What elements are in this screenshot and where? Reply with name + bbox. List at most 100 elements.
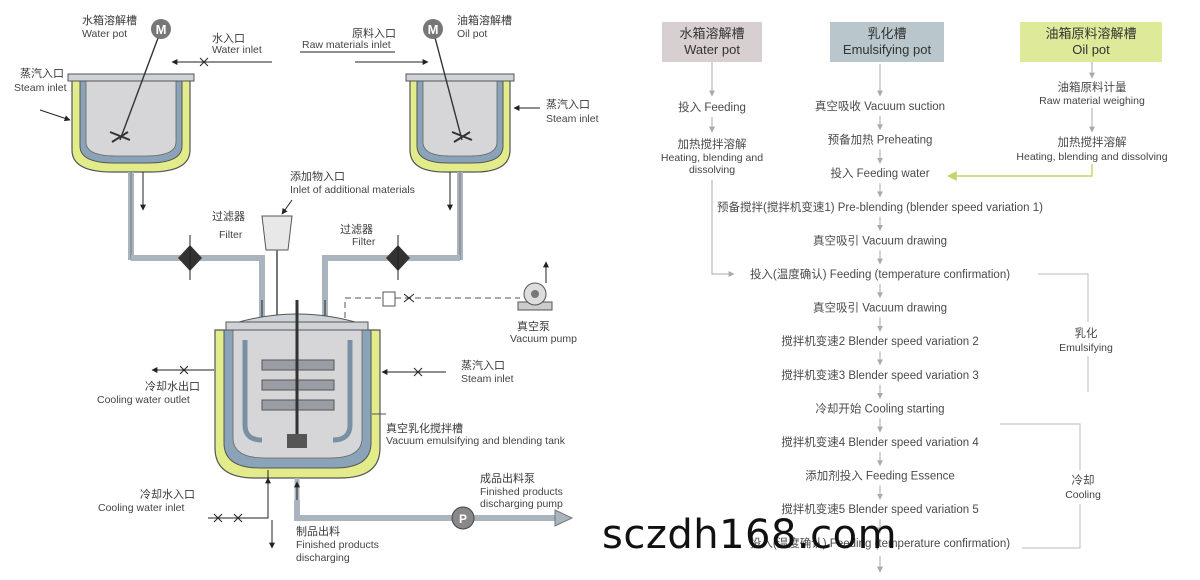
filter-right-label-en: Filter [352,236,376,248]
header-water-pot: 水箱溶解槽 Water pot [662,22,762,62]
cooling-out-valve [179,365,189,375]
tank-label-cn: 真空乳化搅拌槽 [386,421,463,435]
additive-hopper [261,215,293,251]
oil-step-weighing-en: Raw material weighing [1039,95,1145,107]
header-oil-pot-cn: 油箱原料溶解槽 [1045,26,1136,41]
process-step: 真空吸收 Vacuum suction [815,99,945,113]
oil-step-heating-cn: 加热搅拌溶解 [1058,135,1127,149]
emulsify-label-bg [1052,322,1122,356]
vacuum-valve [403,293,415,303]
oil-pot [405,29,515,173]
watermark-text: sczdh168.com [602,512,898,558]
oil-pot-label-cn: 油箱溶解槽 [457,13,512,27]
oil-pot-outlet [447,172,463,260]
steam-right-label-en: Steam inlet [546,113,599,125]
process-step: 预备搅拌(搅拌机变速1) Pre-blending (blender speed… [717,200,1043,214]
vacuum-pump-label-en: Vacuum pump [510,333,577,345]
header-emulsifying-pot: 乳化槽 Emulsifying pot [830,22,944,62]
emulsify-group-cn: 乳化 [1075,326,1098,340]
filter-left [178,235,202,280]
raw-inlet-label-en: Raw materials inlet [302,39,391,51]
water-step-heating-cn: 加热搅拌溶解 [678,137,747,151]
header-emulsifying-pot-cn: 乳化槽 [867,26,906,41]
process-step: 投入 Feeding water [830,166,929,180]
water-inlet-label-en: Water inlet [212,44,262,56]
filter-right-label-cn: 过滤器 [340,223,373,236]
filter-right [386,235,410,280]
oil-step-heating-en: Heating, blending and dissolving [1016,151,1167,163]
cooling-out-label-cn: 冷却水出口 [145,379,200,393]
cooling-in-label-cn: 冷却水入口 [140,488,195,501]
process-step: 投入(温度确认) Feeding (temperature confirmati… [750,267,1010,281]
oil-pot-label-en: Oil pot [457,28,487,40]
header-water-pot-box [662,22,762,62]
water-inlet-label-cn: 水入口 [212,32,245,45]
filter-left-label-en: Filter [219,229,243,241]
pump-symbol: P [459,512,467,526]
vacuum-pump-label-cn: 真空泵 [517,319,550,333]
process-step: 真空吸引 Vacuum drawing [813,301,947,315]
water-pot-outlet [128,172,146,260]
cooling-group-en: Cooling [1065,489,1101,501]
process-step: 投入(温度确认) Feeding (temperature confirmati… [750,536,1010,550]
cooling-label-bg [1052,470,1114,504]
water-step-feeding: 投入 Feeding [678,100,746,114]
header-water-pot-en: Water pot [684,42,740,57]
discharge-label-en1: Finished products [296,539,379,551]
process-step: 搅拌机变速3 Blender speed variation 3 [781,368,979,382]
steam-tank-valve [413,367,423,377]
water-transfer-pipe [131,255,265,325]
cooling-in-valves [213,513,243,523]
cooling-out-label-en: Cooling water outlet [97,394,190,406]
vacuum-pump [517,261,553,311]
oil-pot-motor [423,19,443,39]
discharge-pump [451,506,475,530]
main-process-steps: 真空吸收 Vacuum suction 预备加热 Preheating 投入 Fee… [717,64,1043,550]
process-step: 冷却开始 Cooling starting [815,401,944,415]
header-emulsifying-pot-en: Emulsifying pot [843,42,932,57]
cooling-in-label-en: Cooling water inlet [98,502,184,514]
header-oil-pot: 油箱原料溶解槽 Oil pot [1020,22,1162,62]
steam-right-label-cn: 蒸汽入口 [546,97,590,111]
cooling-group-cn: 冷却 [1072,474,1095,487]
vacuum-line [344,297,520,318]
pump-label-en1: Finished products [480,486,563,498]
vacuum-trap [382,291,396,307]
water-pot [67,29,195,173]
discharge-pipe-arrow [554,509,574,527]
additional-arrow [281,199,293,215]
process-step: 搅拌机变速5 Blender speed variation 5 [781,502,979,516]
steam-tank-label-en: Steam inlet [461,373,514,385]
process-step: 搅拌机变速4 Blender speed variation 4 [781,435,979,449]
pump-label-cn: 成品出料泵 [480,471,535,485]
filter-left-label-cn: 过滤器 [212,210,245,223]
water-col-to-main [711,180,735,277]
steam-tank-label-cn: 蒸汽入口 [461,358,505,372]
steam-left-label-en: Steam inlet [14,82,67,94]
header-oil-pot-box [1020,22,1162,62]
discharge-label-en2: discharging [296,552,350,564]
discharge-label-cn: 制品出料 [296,524,340,538]
water-inlet-valve [199,57,209,67]
steam-inlet-left-arrow [39,109,71,122]
water-pot-label-cn: 水箱溶解槽 [82,13,137,27]
process-step: 添加剂投入 Feeding Essence [805,469,955,483]
process-step: 搅拌机变速2 Blender speed variation 2 [781,334,979,348]
steam-left-label-cn: 蒸汽入口 [20,66,64,80]
header-emulsifying-pot-box [830,22,944,62]
process-step: 预备加热 Preheating [828,133,933,147]
water-step-heating-en1: Heating, blending and [661,152,763,164]
pump-label-en2: discharging pump [480,498,563,510]
additional-label-cn: 添加物入口 [290,169,345,183]
emulsifying-tank [214,300,381,500]
header-oil-pot-en: Oil pot [1072,42,1110,57]
motor-symbol-right: M [428,22,439,37]
additional-label-en: Inlet of additional materials [290,184,415,196]
water-step-heating-en2: dissolving [689,164,735,176]
oil-step-weighing-cn: 油箱原料计量 [1058,80,1127,94]
motor-symbol-left: M [156,22,167,37]
raw-inlet-label-cn: 原料入口 [352,26,396,40]
water-pot-motor [151,19,171,39]
